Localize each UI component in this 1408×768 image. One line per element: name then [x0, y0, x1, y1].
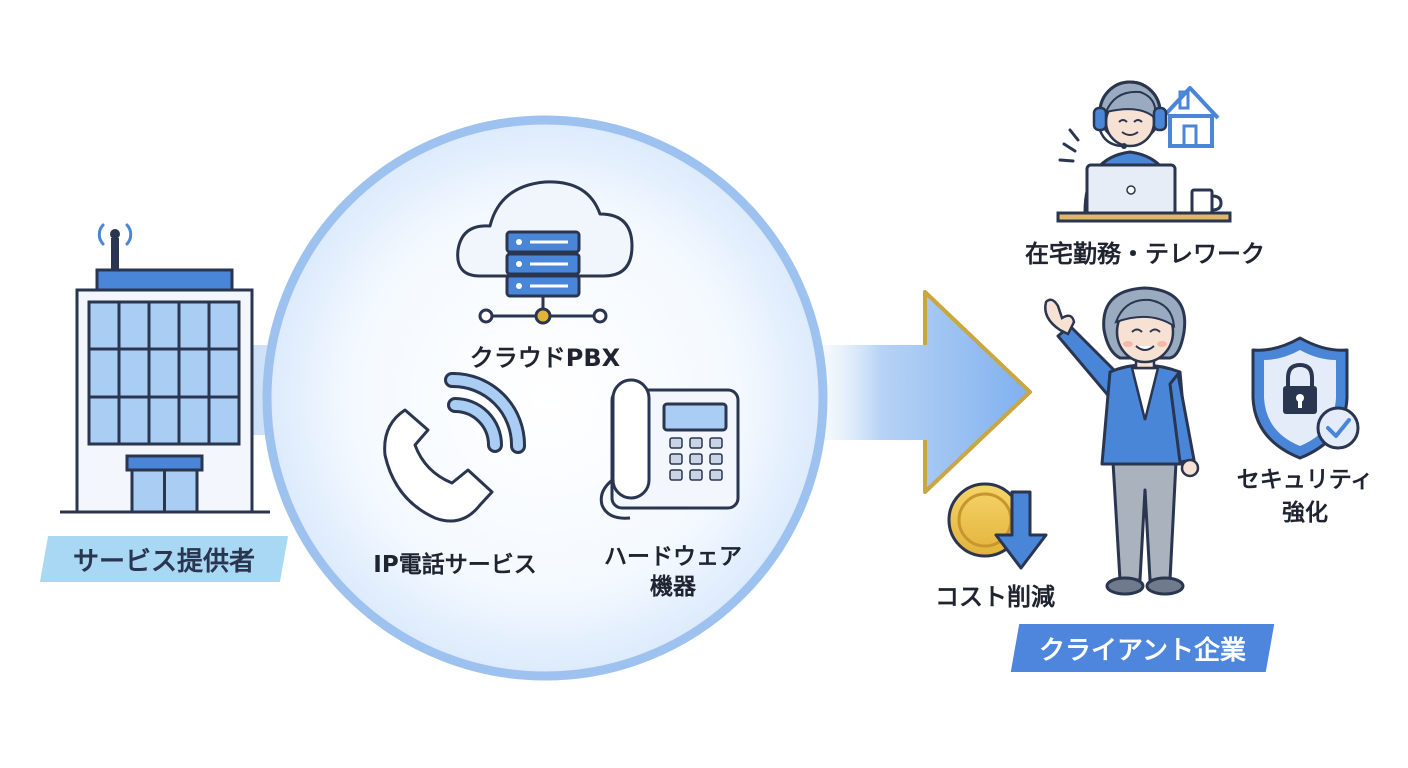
- security-label-line1: セキュリティ: [1236, 467, 1374, 493]
- cost-reduction-label: コスト削減: [935, 583, 1055, 611]
- hardware-label-line1: ハードウェア: [604, 544, 742, 570]
- hardware-label-line2: 機器: [650, 574, 696, 600]
- flow-arrow: [800, 292, 1030, 492]
- coin-down-icon: [947, 482, 1048, 570]
- client-person-icon: [1044, 286, 1200, 596]
- security-label-line2: 強化: [1282, 500, 1328, 526]
- flow-arrow-outline: [923, 290, 1032, 494]
- security-shield-icon: [1251, 336, 1360, 460]
- remote-worker-icon: [1056, 80, 1232, 223]
- cloud-pbx-label: クラウドPBX: [469, 344, 621, 372]
- desk-phone-icon: [599, 378, 740, 520]
- cloud-server-icon: [456, 180, 634, 325]
- ip-phone-label: IP電話サービス: [373, 552, 537, 578]
- client-tag: クライアント企業: [1010, 624, 1275, 672]
- remote-work-label: 在宅勤務・テレワーク: [1025, 240, 1265, 268]
- building-icon: [60, 223, 270, 514]
- service-circle: [262, 115, 828, 681]
- provider-label: サービス提供者: [72, 546, 255, 577]
- phone-handset-icon: [383, 371, 527, 523]
- client-label: クライアント企業: [1039, 635, 1246, 666]
- provider-tag: サービス提供者: [39, 536, 289, 582]
